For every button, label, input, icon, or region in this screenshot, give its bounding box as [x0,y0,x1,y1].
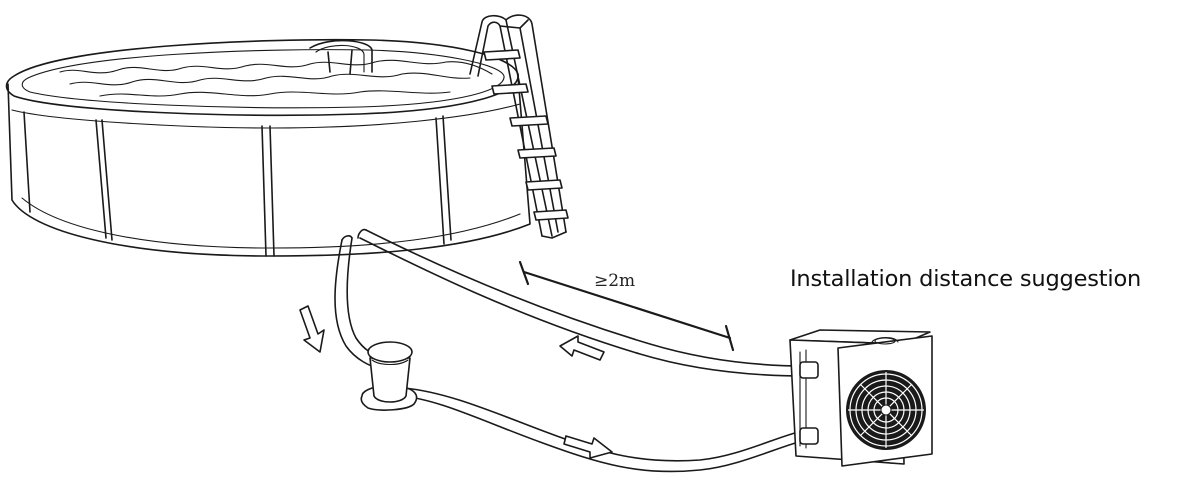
filter [360,341,418,411]
distance-label: ≥2m [594,271,635,291]
ladder [469,14,569,239]
pool [5,38,531,257]
distance-dimension: ≥2m [518,260,735,352]
flow-arrow-down [299,305,325,353]
fan-grille [846,370,926,450]
heat-pump [789,329,933,467]
filter-to-pump-hose [401,387,807,473]
flow-arrow-return [559,335,605,361]
flow-arrow-to-pump [563,435,613,459]
return-hose [357,228,807,377]
caption: Installation distance suggestion [790,266,1142,292]
